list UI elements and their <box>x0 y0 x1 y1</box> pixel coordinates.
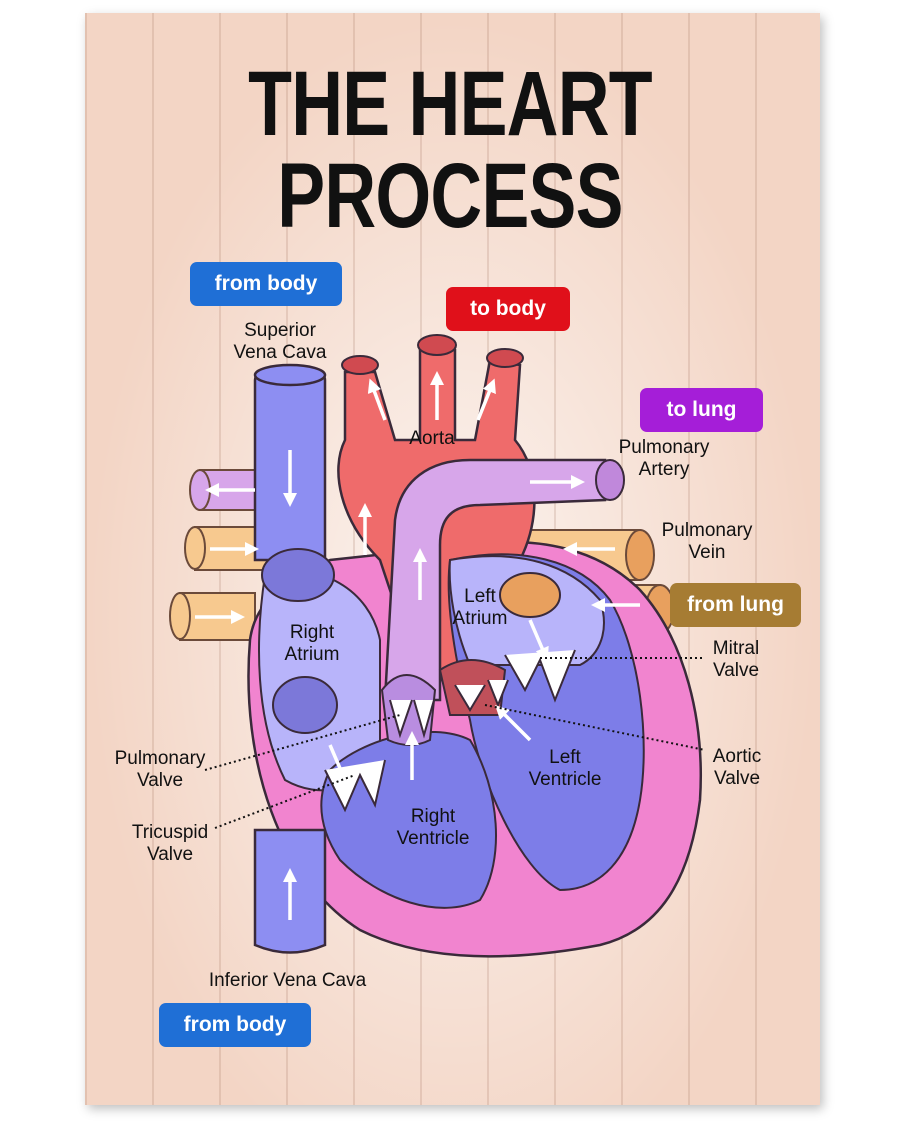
to-body-badge: to body <box>446 287 570 331</box>
pulmonary-artery <box>383 458 607 702</box>
superior-vena-cava-label: Superior Vena Cava <box>233 320 327 363</box>
from-lung-badge: from lung <box>670 583 801 627</box>
right-atrium-label: Right Atrium <box>284 622 340 665</box>
pulmonary-artery-label: Pulmonary Artery <box>618 437 710 480</box>
page-title: THE HEART PROCESS <box>248 53 652 247</box>
aortic-valve-label: Aortic Valve <box>712 746 762 789</box>
pulmonary-vein-label: Pulmonary Vein <box>661 520 753 563</box>
right-ventricle-label: Right Ventricle <box>396 806 470 849</box>
flow-arrows <box>195 371 640 920</box>
leader-lines <box>204 657 706 829</box>
aorta-label: Aorta <box>409 428 455 449</box>
to-lung-badge: to lung <box>640 388 763 432</box>
from-body-bottom-badge: from body <box>159 1003 311 1047</box>
from-body-top-badge: from body <box>190 262 342 306</box>
left-ventricle-label: Left Ventricle <box>528 747 602 790</box>
pulmonary-valve-label: Pulmonary Valve <box>114 748 206 791</box>
inferior-vena-cava-label: Inferior Vena Cava <box>208 970 367 991</box>
mitral-valve-label: Mitral Valve <box>712 638 760 681</box>
left-atrium-label: Left Atrium <box>452 586 508 629</box>
tricuspid-valve-label: Tricuspid Valve <box>131 822 209 865</box>
